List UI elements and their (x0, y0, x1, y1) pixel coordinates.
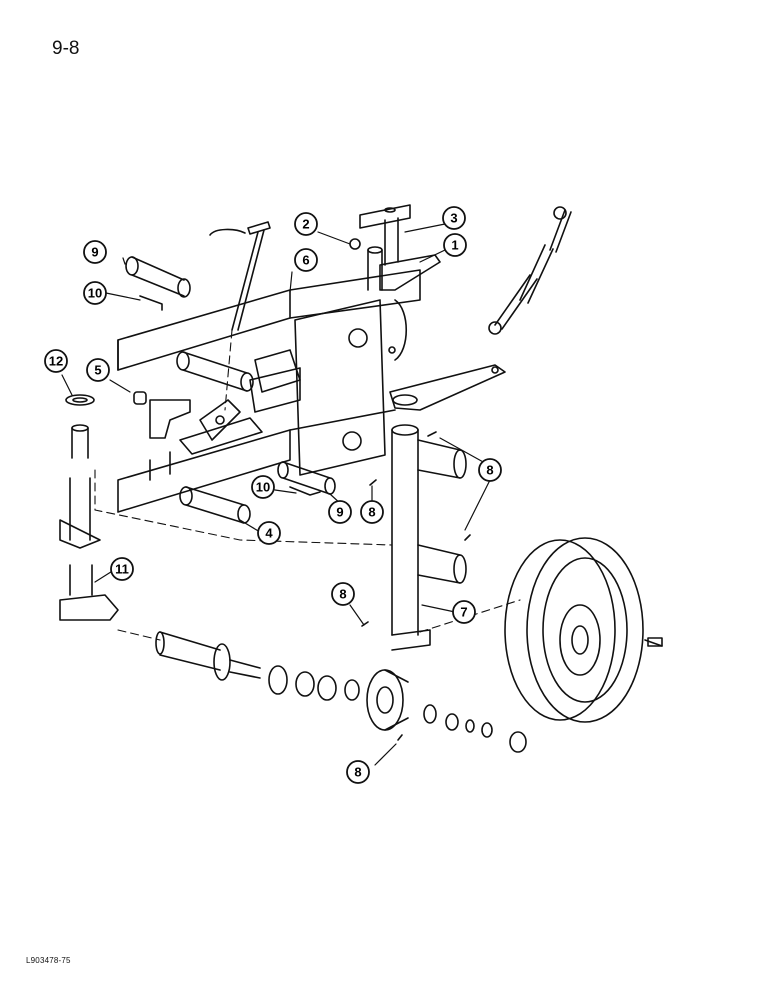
callout-c8b: 8 (360, 500, 384, 524)
kingpin-housing (391, 424, 467, 651)
callout-c4: 4 (257, 521, 281, 545)
callout-c6: 6 (294, 248, 318, 272)
pivot-block (179, 399, 263, 455)
callout-circle (251, 475, 275, 499)
hub-parts (268, 665, 527, 753)
callout-label: 7 (460, 605, 467, 620)
callout-circle (346, 760, 370, 784)
callout-label: 2 (302, 217, 309, 232)
pin-4 (179, 486, 251, 524)
callout-c10a: 10 (83, 281, 107, 305)
callout-circle (294, 248, 318, 272)
callout-circle (44, 349, 68, 373)
callout-label: 9 (91, 245, 98, 260)
pin-10-lower (289, 486, 321, 496)
pin-10-upper (139, 295, 163, 311)
callout-label: 8 (368, 505, 375, 520)
callout-label: 8 (339, 587, 346, 602)
main-frame (117, 269, 421, 513)
callout-c8d: 8 (346, 760, 370, 784)
callout-circle (478, 458, 502, 482)
stem-assembly (349, 204, 441, 291)
callout-c9a: 9 (83, 240, 107, 264)
tie-rod (488, 206, 572, 335)
callout-label: 8 (354, 765, 361, 780)
callout-circle (452, 600, 476, 624)
callout-circle (294, 212, 318, 236)
bolt-top (209, 221, 271, 331)
grease-fittings (361, 431, 471, 741)
callout-circle (443, 233, 467, 257)
bracket-5 (133, 391, 191, 439)
callout-circle (360, 500, 384, 524)
callout-c12: 12 (44, 349, 68, 373)
wheel-rim (504, 537, 663, 723)
callout-label: 12 (49, 354, 63, 369)
kingpin-parts (59, 394, 101, 549)
callout-c8a: 8 (478, 458, 502, 482)
callout-c8c: 8 (331, 582, 355, 606)
callout-circle (442, 206, 466, 230)
callout-c9b: 9 (328, 500, 352, 524)
callout-label: 5 (94, 363, 101, 378)
callout-circle (257, 521, 281, 545)
callout-label: 9 (336, 505, 343, 520)
leader-lines (61, 223, 491, 766)
pin-9-upper (125, 256, 191, 298)
callout-c3: 3 (442, 206, 466, 230)
callout-circle (331, 582, 355, 606)
long-pin-left (176, 351, 254, 392)
steering-arm (389, 364, 506, 411)
callout-circle (83, 281, 107, 305)
assembly-lines (94, 329, 521, 641)
callout-label: 4 (265, 526, 273, 541)
callout-label: 8 (486, 463, 493, 478)
page-number: 9-8 (52, 38, 80, 59)
callout-c2: 2 (294, 212, 318, 236)
callout-circle (328, 500, 352, 524)
callout-c1: 1 (443, 233, 467, 257)
callout-c11: 11 (110, 557, 134, 581)
callout-label: 1 (451, 238, 458, 253)
callout-circle (86, 358, 110, 382)
callout-label: 10 (88, 286, 102, 301)
callout-label: 3 (450, 211, 457, 226)
figure-code: L903478-75 (26, 956, 71, 965)
callout-c5: 5 (86, 358, 110, 382)
pin-9-lower (277, 461, 336, 495)
callout-label: 10 (256, 480, 270, 495)
callout-c10b: 10 (251, 475, 275, 499)
callout-c7: 7 (452, 600, 476, 624)
callout-label: 6 (302, 253, 309, 268)
callout-circle (110, 557, 134, 581)
spindle-11 (59, 564, 261, 681)
callout-label: 11 (115, 562, 129, 577)
callout-circle (83, 240, 107, 264)
